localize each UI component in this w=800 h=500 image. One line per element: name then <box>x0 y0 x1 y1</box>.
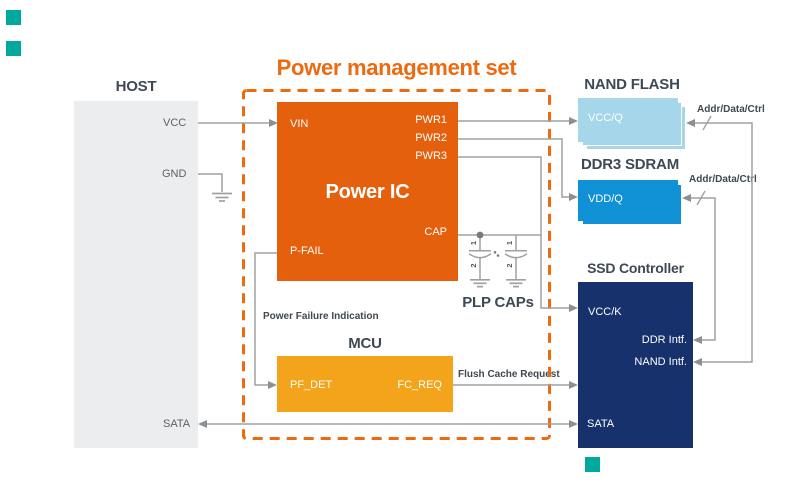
power-failure-indication-label: Power Failure Indication <box>263 311 379 322</box>
cap2-terminal-1: 1 <box>505 241 514 245</box>
power-ic-label: Power IC <box>325 181 410 203</box>
mcu-block: PF_DET FC_REQ <box>277 356 453 412</box>
mcu-pin-pf-det: PF_DET <box>290 379 333 391</box>
decor-square <box>6 41 21 56</box>
nand-flash-block: VCC/Q <box>578 98 678 142</box>
host-pin-vcc: VCC <box>163 117 187 129</box>
host-pin-sata: SATA <box>163 418 191 430</box>
capacitor-symbol-1 <box>468 235 492 288</box>
arrow-into-nand-intf <box>693 358 702 366</box>
power-ic-pin-vin: VIN <box>290 118 309 130</box>
wire-nand-bus <box>695 122 753 363</box>
ssd-pin-vcck: VCC/K <box>588 306 622 318</box>
ddr3-block: VDD/Q <box>578 180 678 221</box>
power-ic-pin-pwr3: PWR3 <box>415 150 447 162</box>
decor-square <box>6 10 21 25</box>
ellipsis-dot <box>496 254 500 257</box>
mcu-pin-fc-req: FC_REQ <box>397 379 442 391</box>
power-ic-pin-cap: CAP <box>424 226 447 238</box>
ddr3-sdram-heading: DDR3 SDRAM <box>580 156 679 173</box>
plp-caps-heading: PLP CAPs <box>462 294 534 311</box>
ssd-pin-sata: SATA <box>587 418 615 430</box>
arrow-into-ddr <box>569 193 578 201</box>
decor-square <box>585 457 600 472</box>
bus-slash-nand <box>702 115 712 131</box>
arrow-into-vcck <box>569 304 578 312</box>
nand-bus-label: Addr/Data/Ctrl <box>697 104 765 115</box>
nand-flash-heading: NAND FLASH <box>584 76 680 93</box>
ssd-controller-heading: SSD Controller <box>587 260 684 276</box>
junction-dot <box>476 231 484 239</box>
mcu-heading: MCU <box>348 335 382 352</box>
cap1-terminal-1: 1 <box>469 241 478 245</box>
arrow-sata-left <box>198 420 207 428</box>
wire-ddr-bus <box>691 197 716 341</box>
nand-pin-vccq: VCC/Q <box>588 112 623 124</box>
host-pin-gnd: GND <box>162 168 187 180</box>
bus-slash-ddr <box>696 190 706 206</box>
capacitor-terminal-labels: 1 2 1 2 <box>469 241 514 268</box>
ellipsis-dot <box>493 251 497 254</box>
arrow-sata-right <box>569 420 578 428</box>
power-ic-pin-pwr1: PWR1 <box>415 114 447 126</box>
arrow-into-ssd-fcreq <box>569 381 578 389</box>
host-heading: HOST <box>115 78 157 95</box>
power-ic-pin-pwr2: PWR2 <box>415 132 447 144</box>
wire-pwr2-ddr <box>458 138 569 198</box>
flush-cache-request-label: Flush Cache Request <box>458 369 560 380</box>
wire-gnd <box>198 173 223 192</box>
arrow-into-nand-bus <box>686 119 695 127</box>
arrow-into-ddr-bus <box>682 194 691 202</box>
host-block: VCC GND SATA <box>74 101 198 448</box>
ssd-controller-block: VCC/K DDR Intf. NAND Intf. SATA <box>578 282 693 448</box>
arrow-into-nand <box>569 117 578 125</box>
arrow-into-ddr-intf <box>693 336 702 344</box>
power-ic-block: Power IC VIN PWR1 PWR2 PWR3 CAP P-FAIL <box>277 102 458 281</box>
ddr-bus-label: Addr/Data/Ctrl <box>689 174 757 185</box>
arrow-into-pfdet <box>268 381 277 389</box>
power-ic-pin-pfail: P-FAIL <box>290 245 324 257</box>
ground-symbol-host <box>212 192 232 202</box>
ssd-pin-nand-intf: NAND Intf. <box>634 356 687 368</box>
ddr3-pin-vddq: VDD/Q <box>588 193 623 205</box>
ssd-pin-ddr-intf: DDR Intf. <box>641 334 687 346</box>
wire-pwr3-vcck <box>458 156 569 309</box>
capacitor-symbol-2 <box>504 235 528 288</box>
cap2-terminal-2: 2 <box>505 263 514 267</box>
diagram-title: Power management set <box>276 55 517 80</box>
cap1-terminal-2: 2 <box>469 263 478 267</box>
